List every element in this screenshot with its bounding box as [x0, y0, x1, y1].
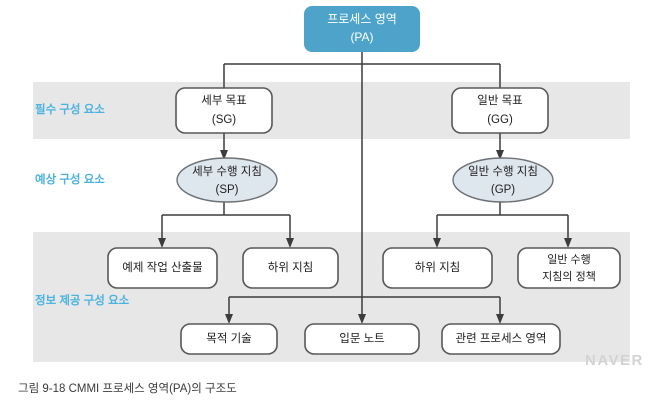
node-generic-practice-shape[interactable]: [452, 157, 554, 203]
node-generic-practice-line1: 일반 수행 지침: [468, 164, 538, 178]
node-generic-goal[interactable]: 일반 목표 (GG): [451, 87, 549, 134]
node-subpractice-specific-shape[interactable]: [242, 247, 339, 289]
node-process-area-line2: (PA): [350, 30, 373, 44]
arrowhead-to-related-pa: [496, 314, 504, 324]
node-specific-practice-shape[interactable]: [176, 157, 278, 203]
node-purpose-statement[interactable]: 목적 기술: [180, 323, 278, 355]
arrowhead-sg-to-sp: [220, 150, 228, 160]
arrowhead-sp-to-example: [158, 238, 166, 248]
node-subpractice-generic-line1: 하위 지침: [415, 260, 461, 274]
row-label-expected-components: 예상 구성 요소: [35, 172, 105, 186]
node-generic-practice[interactable]: 일반 수행 지침 (GP): [452, 157, 554, 203]
node-subpractice-specific-line1: 하위 지침: [268, 260, 314, 274]
node-purpose-statement-shape[interactable]: [180, 323, 278, 355]
naver-watermark: NAVER: [585, 352, 644, 369]
node-subpractice-generic[interactable]: 하위 지침: [382, 247, 493, 289]
node-generic-practice-line2: (GP): [491, 184, 515, 196]
node-example-work-product-line1: 예제 작업 산출물: [122, 261, 202, 274]
node-specific-practice-line1: 세부 수행 지침: [192, 165, 262, 178]
node-specific-goal-line1: 세부 목표: [201, 94, 247, 107]
node-specific-practice[interactable]: 세부 수행 지침 (SP): [176, 157, 278, 203]
node-process-area[interactable]: 프로세스 영역 (PA): [304, 6, 420, 52]
node-generic-practice-policy-line2: 지침의 정책: [542, 270, 596, 283]
arrowhead-to-intro-notes: [358, 314, 366, 324]
node-generic-goal-shape[interactable]: [451, 87, 549, 134]
node-specific-practice-line2: (SP): [216, 184, 239, 196]
node-related-process-areas-line1: 관련 프로세스 영역: [455, 332, 546, 345]
figure-caption: 그림 9-18 CMMI 프로세스 영역(PA)의 구조도: [18, 383, 237, 395]
node-generic-practice-policy-shape[interactable]: [517, 247, 621, 289]
node-example-work-product[interactable]: 예제 작업 산출물: [107, 247, 218, 289]
node-subpractice-specific[interactable]: 하위 지침: [242, 247, 339, 289]
node-related-process-areas[interactable]: 관련 프로세스 영역: [441, 323, 561, 355]
node-generic-goal-line2: (GG): [487, 114, 513, 126]
node-generic-practice-policy-line1: 일반 수행: [547, 252, 591, 266]
node-process-area-line1: 프로세스 영역: [327, 12, 397, 26]
node-introductory-notes[interactable]: 입문 노트: [304, 323, 420, 355]
node-purpose-statement-line1: 목적 기술: [206, 332, 252, 345]
node-subpractice-generic-shape[interactable]: [382, 247, 493, 289]
arrowhead-gg-to-gp: [496, 150, 504, 160]
node-introductory-notes-shape[interactable]: [304, 323, 420, 355]
arrowhead-sp-to-subpractice: [286, 238, 294, 248]
node-specific-goal-shape[interactable]: [175, 87, 273, 134]
node-process-area-shape[interactable]: [304, 6, 420, 52]
node-generic-practice-policy[interactable]: 일반 수행 지침의 정책: [517, 247, 621, 289]
row-label-informative-components: 정보 제공 구성 요소: [35, 293, 130, 307]
arrowhead-gp-to-subpractice: [433, 238, 441, 248]
node-example-work-product-shape[interactable]: [107, 247, 218, 289]
row-label-required-components: 필수 구성 요소: [35, 102, 105, 116]
arrowhead-gp-to-policy: [564, 238, 572, 248]
node-related-process-areas-shape[interactable]: [441, 323, 561, 355]
node-generic-goal-line1: 일반 목표: [477, 93, 523, 107]
node-specific-goal-line2: (SG): [212, 114, 236, 126]
node-introductory-notes-line1: 입문 노트: [339, 332, 385, 345]
node-specific-goal[interactable]: 세부 목표 (SG): [175, 87, 273, 134]
arrowhead-to-purpose: [225, 314, 233, 324]
